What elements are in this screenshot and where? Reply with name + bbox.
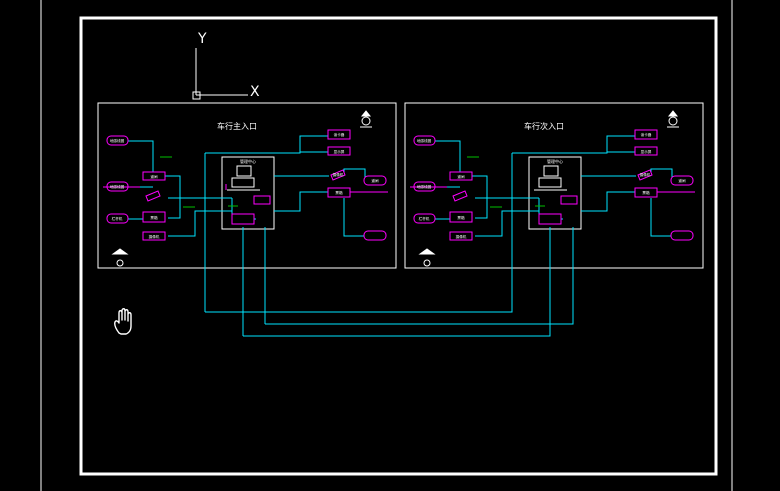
trunk-wiring [205, 153, 574, 337]
device-label: 地感线圈 [110, 184, 125, 189]
device-label: 读卡器 [334, 132, 345, 137]
ground-loop-3 [363, 175, 387, 186]
north-arrow-icon [360, 110, 372, 128]
management-center-box [221, 156, 275, 230]
ucs-y-label: Y [197, 31, 207, 47]
controller-board [231, 213, 255, 225]
keypad-icon [111, 248, 129, 267]
device-label: 票箱 [642, 190, 650, 195]
panel-title: 车行次入口 [524, 121, 564, 131]
camera-right-icon [330, 169, 346, 181]
ucs-x-label: X [250, 84, 260, 100]
drawing-frame [79, 16, 718, 476]
panel-main-entrance: 车行主入口 管理中心 [97, 102, 397, 336]
device-label: 票箱 [457, 215, 465, 220]
barrier-arm-left [106, 213, 129, 224]
panel2-devices [410, 129, 695, 241]
device-label: 道闸 [678, 178, 686, 183]
device-label: 读卡器 [641, 132, 652, 137]
device-label: 道闸 [371, 178, 379, 183]
ground-loop-1 [106, 135, 129, 146]
reader-right [327, 129, 351, 140]
display-right [327, 146, 351, 156]
device-label: 地感线圈 [417, 184, 432, 189]
device-label: 票箱 [335, 190, 343, 195]
panel-secondary-entrance: 车行次入口 管理中心 [404, 102, 704, 269]
keypad-icon [418, 248, 436, 267]
ground-loop-4 [363, 230, 387, 241]
device-label: 摄像机 [640, 172, 651, 177]
device-label: 栏杆机 [419, 216, 430, 221]
ticket-box-left [142, 211, 166, 223]
device-label: 地感线圈 [417, 138, 432, 143]
barrier-left [142, 171, 166, 181]
computer-icon [534, 165, 567, 191]
device-label: 显示屏 [641, 150, 652, 154]
ucs-icon [192, 48, 248, 100]
north-arrow-icon [667, 110, 679, 128]
computer-icon [227, 165, 260, 191]
camera-left-box [142, 231, 166, 241]
device-label: 道闸 [457, 174, 465, 179]
device-label: 摄像机 [456, 234, 467, 239]
panel2-accent-marks [467, 156, 545, 208]
panel-title: 车行主入口 [217, 121, 257, 131]
management-center-box [528, 156, 582, 230]
panel1-devices [103, 129, 388, 241]
io-module [253, 195, 271, 205]
camera-left-icon [145, 190, 161, 202]
device-label: 票箱 [150, 215, 158, 220]
device-label: 摄像机 [333, 172, 344, 177]
device-label: 地感线圈 [110, 138, 125, 143]
management-center-label: 管理中心 [547, 158, 563, 164]
device-label: 道闸 [150, 174, 158, 179]
panel1-accent-marks [160, 156, 238, 208]
device-label: 显示屏 [334, 150, 345, 154]
device-label: 栏杆机 [112, 216, 123, 221]
device-label: 摄像机 [149, 234, 160, 239]
management-center-label: 管理中心 [240, 158, 256, 164]
pan-hand-icon[interactable] [114, 308, 132, 335]
